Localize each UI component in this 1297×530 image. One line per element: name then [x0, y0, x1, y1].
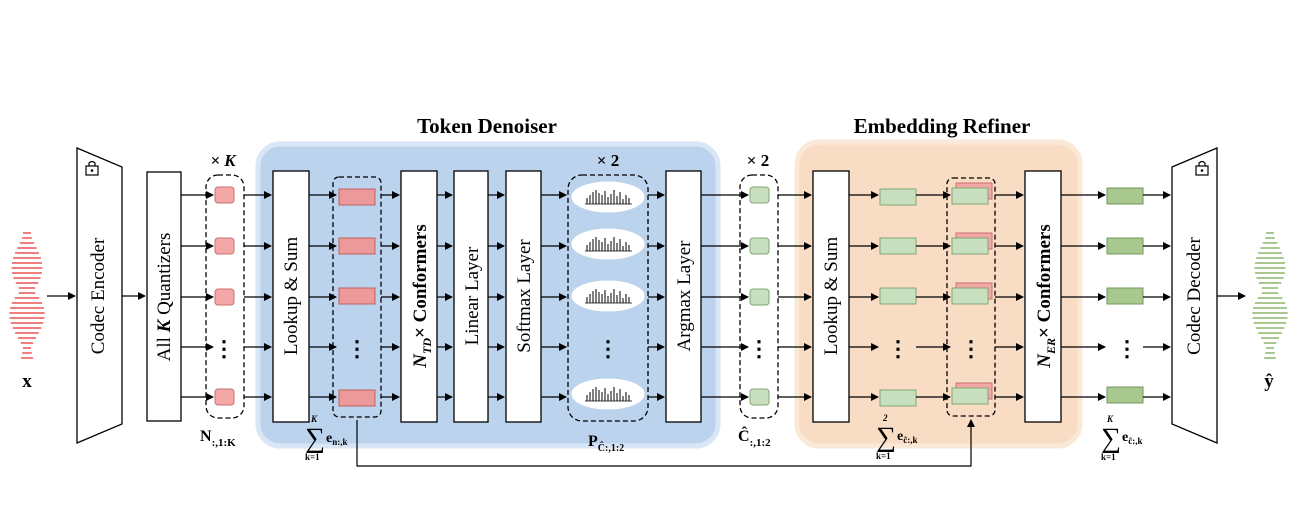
- vertical-ellipsis: ⋮: [213, 336, 235, 361]
- embedding-vector: [879, 237, 917, 255]
- times-2-label-b: × 2: [747, 151, 769, 170]
- clean-token: [749, 237, 770, 255]
- noisy-token-column: × K ⋮ N:,1:K: [200, 151, 245, 449]
- embedding-vector: [879, 389, 917, 407]
- p-label: PĈ:,1:2: [588, 433, 624, 454]
- lock-icon: [85, 160, 99, 176]
- input-label: x: [22, 371, 32, 392]
- vertical-ellipsis: ⋮: [887, 336, 909, 361]
- quantizers-block: All K Quantizers: [146, 171, 182, 422]
- times-2-label-a: × 2: [597, 151, 619, 170]
- embedding-refiner-title: Embedding Refiner: [854, 114, 1031, 138]
- sum-label-3: K ∑ k=1 eĉ:,k: [1101, 414, 1142, 462]
- clean-token: [749, 288, 770, 306]
- svg-text:k=1: k=1: [1101, 452, 1116, 462]
- sum-label-1: K ∑ k=1 en:,k: [305, 414, 347, 462]
- clean-token: [749, 388, 770, 406]
- clean-token: [749, 186, 770, 204]
- vertical-ellipsis: ⋮: [597, 336, 619, 361]
- softmax-layer-label: Softmax Layer: [514, 239, 535, 353]
- embedding-vector: [879, 188, 917, 206]
- embedding-vector: [338, 188, 376, 206]
- token-denoiser-title: Token Denoiser: [417, 114, 557, 138]
- argmax-layer-block: Argmax Layer: [665, 170, 702, 423]
- embedding-vector-clean: [951, 287, 989, 305]
- lock-icon: [1195, 160, 1209, 176]
- c-label: Ĉ:,1:2: [738, 425, 771, 449]
- conformers-er-block: NER× Conformers: [1024, 170, 1062, 423]
- stacked-embedding-column: ⋮: [946, 177, 996, 417]
- times-k-label: × K: [210, 151, 237, 170]
- noisy-token: [214, 288, 235, 306]
- input-waveform: [9, 232, 45, 359]
- output-embeddings: ⋮: [1106, 187, 1144, 404]
- embedding-vector: [1106, 287, 1144, 305]
- embedding-vector: [1106, 237, 1144, 255]
- embedding-vector-clean: [951, 387, 989, 405]
- embedding-vector-clean: [951, 237, 989, 255]
- lookup-sum-label-1: Lookup & Sum: [281, 237, 302, 355]
- flow-arrows: [47, 191, 1246, 401]
- svg-text:eĉ:,k: eĉ:,k: [897, 429, 917, 445]
- linear-layer-label: Linear Layer: [462, 246, 483, 345]
- vertical-ellipsis: ⋮: [346, 336, 368, 361]
- codec-decoder-block: Codec Decoder: [1171, 147, 1218, 444]
- svg-text:∑: ∑: [1101, 423, 1121, 454]
- svg-text:k=1: k=1: [305, 452, 320, 462]
- noisy-token: [214, 388, 235, 406]
- output-label: ŷ: [1264, 371, 1274, 392]
- probability-column: × 2 ⋮ PĈ:,1:2: [567, 151, 649, 454]
- embedding-vector: [1106, 386, 1144, 404]
- conformers-td-block: NTD× Conformers: [400, 170, 438, 423]
- argmax-layer-label: Argmax Layer: [674, 240, 695, 352]
- embedding-vector: [1106, 187, 1144, 205]
- conformers-er-label: NER× Conformers: [1034, 224, 1058, 368]
- skip-connection-arrow: [356, 419, 975, 467]
- lookup-sum-label-2: Lookup & Sum: [821, 237, 842, 355]
- horizontal-ellipsis: ⋮: [1116, 336, 1138, 361]
- embedding-vector: [338, 389, 376, 407]
- codec-decoder-label: Codec Decoder: [1184, 237, 1205, 355]
- embedding-vector: [338, 237, 376, 255]
- svg-text:∑: ∑: [876, 422, 896, 453]
- noisy-token: [214, 186, 235, 204]
- embedding-vector: [879, 287, 917, 305]
- refiner-embeddings: ⋮: [879, 188, 917, 407]
- svg-text:2: 2: [882, 413, 888, 423]
- vertical-ellipsis: ⋮: [960, 336, 982, 361]
- lookup-sum-block-2: Lookup & Sum: [812, 170, 850, 423]
- codec-encoder-label: Codec Encoder: [88, 237, 109, 354]
- n-label: N:,1:K: [200, 428, 236, 449]
- codec-encoder-block: Codec Encoder: [76, 147, 123, 444]
- svg-text:eĉ:,k: eĉ:,k: [1122, 430, 1142, 446]
- svg-text:K: K: [310, 414, 318, 424]
- conformers-td-label: NTD× Conformers: [410, 224, 434, 368]
- svg-text:∑: ∑: [305, 423, 325, 454]
- svg-text:k=1: k=1: [876, 451, 891, 461]
- output-waveform: [1252, 232, 1288, 359]
- embedding-vector: [338, 287, 376, 305]
- lookup-sum-block-1: Lookup & Sum: [272, 170, 310, 423]
- vertical-ellipsis: ⋮: [748, 336, 770, 361]
- linear-layer-block: Linear Layer: [453, 170, 489, 423]
- svg-text:en:,k: en:,k: [326, 431, 347, 447]
- embedding-vector-clean: [951, 187, 989, 205]
- sum-label-2: 2 ∑ k=1 eĉ:,k: [876, 413, 917, 461]
- quantizers-label: All K Quantizers: [154, 233, 175, 362]
- svg-text:K: K: [1106, 414, 1114, 424]
- embedding-refiner-region: [794, 139, 1083, 449]
- softmax-layer-block: Softmax Layer: [505, 170, 542, 423]
- noisy-token: [214, 237, 235, 255]
- clean-token-column: × 2 ⋮ Ĉ:,1:2: [738, 151, 779, 449]
